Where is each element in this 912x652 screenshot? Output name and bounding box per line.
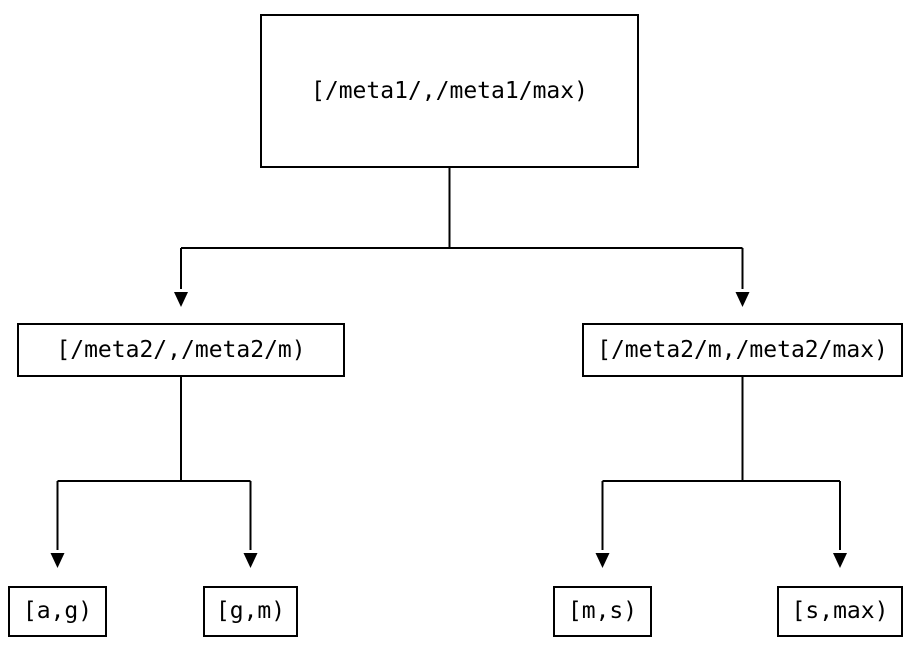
node-leaf-a-g: [a,g) xyxy=(8,586,107,637)
node-root-label: [/meta1/,/meta1/max) xyxy=(311,77,588,104)
connector-right-to-leaves xyxy=(595,377,847,568)
connector-root-to-level2 xyxy=(174,168,750,307)
arrow-down-icon xyxy=(50,553,65,568)
arrow-down-icon xyxy=(174,292,188,307)
node-leaf-s-max: [s,max) xyxy=(777,586,903,637)
node-leaf-s-max-label: [s,max) xyxy=(791,598,889,624)
arrow-down-icon xyxy=(595,553,610,568)
node-meta2-right-label: [/meta2/m,/meta2/max) xyxy=(597,336,888,363)
arrow-down-icon xyxy=(833,553,847,568)
node-meta2-left-label: [/meta2/,/meta2/m) xyxy=(56,336,306,363)
node-leaf-g-m-label: [g,m) xyxy=(215,598,286,624)
node-leaf-m-s: [m,s) xyxy=(553,586,652,637)
connector-left-to-leaves xyxy=(50,377,258,568)
node-leaf-a-g-label: [a,g) xyxy=(22,598,93,624)
arrow-down-icon xyxy=(243,553,258,568)
arrow-down-icon xyxy=(735,292,750,307)
node-meta2-right-range: [/meta2/m,/meta2/max) xyxy=(582,323,903,377)
node-root-meta1-range: [/meta1/,/meta1/max) xyxy=(260,14,639,168)
node-meta2-left-range: [/meta2/,/meta2/m) xyxy=(17,323,345,377)
node-leaf-m-s-label: [m,s) xyxy=(567,598,638,624)
node-leaf-g-m: [g,m) xyxy=(203,586,298,637)
